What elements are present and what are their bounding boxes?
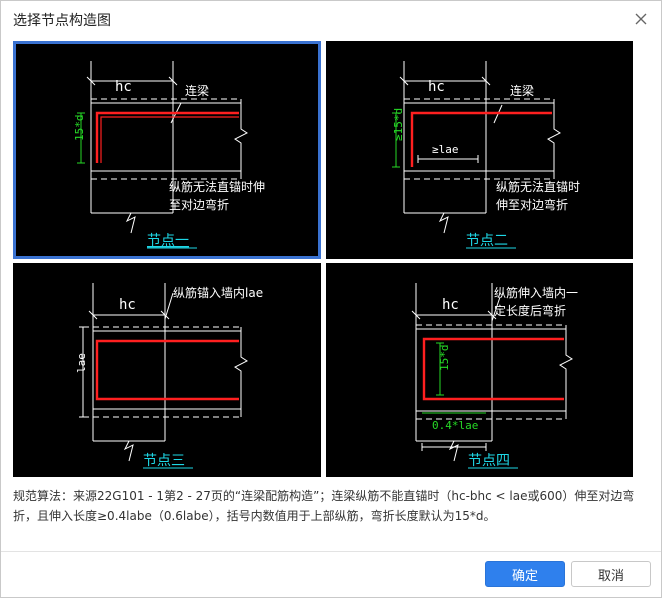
node-3-diagram: lae hc 纵筋锚入墙内lae 节点三 bbox=[75, 283, 263, 469]
node-2-note-line1: 纵筋无法直锚时 bbox=[496, 179, 580, 194]
dialog-titlebar: 选择节点构造图 bbox=[1, 1, 661, 37]
node-option-2[interactable]: ≥15*d hc 连梁 ≥lae 纵筋无法直锚时 伸至对边弯折 节点二 bbox=[326, 41, 633, 259]
node-2-inner-dim: ≥lae bbox=[432, 143, 459, 156]
node-4-note-line1: 纵筋伸入墙内一 bbox=[494, 285, 578, 300]
node-4-bottom-dim: 0.4*lae bbox=[432, 419, 478, 432]
node-2-dim-left: ≥15*d bbox=[392, 108, 405, 141]
node-2-beam-label: 连梁 bbox=[510, 83, 534, 98]
cancel-button[interactable]: 取消 bbox=[571, 561, 651, 587]
node-1-note-line1: 纵筋无法直锚时伸 bbox=[169, 179, 265, 194]
node-option-1[interactable]: 15*d hc 连梁 纵筋无法直锚时伸 至对边弯折 节点一 bbox=[13, 41, 321, 259]
node-option-3[interactable]: lae hc 纵筋锚入墙内lae 节点三 bbox=[13, 263, 321, 477]
node-1-note-line2: 至对边弯折 bbox=[169, 197, 229, 212]
node-4-title: 节点四 bbox=[468, 453, 510, 469]
node-3-note-line1: 纵筋锚入墙内lae bbox=[173, 285, 263, 300]
node-4-dim-left: 15*d bbox=[438, 345, 451, 372]
node-4-note-line2: 定长度后弯折 bbox=[494, 303, 566, 318]
node-1-dim-left: 15*d bbox=[73, 115, 86, 142]
node-1-diagram: 15*d hc 连梁 纵筋无法直锚时伸 至对边弯折 节点一 bbox=[73, 61, 265, 249]
node-1-title: 节点一 bbox=[147, 233, 189, 249]
node-2-dim-top: hc bbox=[428, 79, 445, 95]
node-4-dim-top: hc bbox=[442, 297, 459, 313]
dialog-title: 选择节点构造图 bbox=[13, 13, 111, 29]
node-2-note-line2: 伸至对边弯折 bbox=[496, 197, 568, 212]
footer-divider bbox=[1, 551, 661, 552]
node-options-grid: 15*d hc 连梁 纵筋无法直锚时伸 至对边弯折 节点一 bbox=[13, 41, 633, 477]
node-3-dim-left: lae bbox=[75, 353, 88, 373]
node-3-title: 节点三 bbox=[143, 453, 185, 469]
node-1-dim-top: hc bbox=[115, 79, 132, 95]
node-3-dim-top: hc bbox=[119, 297, 136, 313]
node-option-4[interactable]: 15*d hc 0.4*lae 纵筋伸入墙内一 定长度后弯折 节点四 bbox=[326, 263, 633, 477]
close-icon[interactable] bbox=[631, 9, 651, 29]
node-4-diagram: 15*d hc 0.4*lae 纵筋伸入墙内一 定长度后弯折 节点四 bbox=[411, 283, 578, 469]
node-1-beam-label: 连梁 bbox=[185, 83, 209, 98]
node-2-diagram: ≥15*d hc 连梁 ≥lae 纵筋无法直锚时 伸至对边弯折 节点二 bbox=[392, 61, 580, 249]
node-2-title: 节点二 bbox=[466, 233, 508, 249]
confirm-button[interactable]: 确定 bbox=[485, 561, 565, 587]
algorithm-description: 规范算法：来源22G101 - 1第2 - 27页的“连梁配筋构造”；连梁纵筋不… bbox=[13, 489, 635, 523]
